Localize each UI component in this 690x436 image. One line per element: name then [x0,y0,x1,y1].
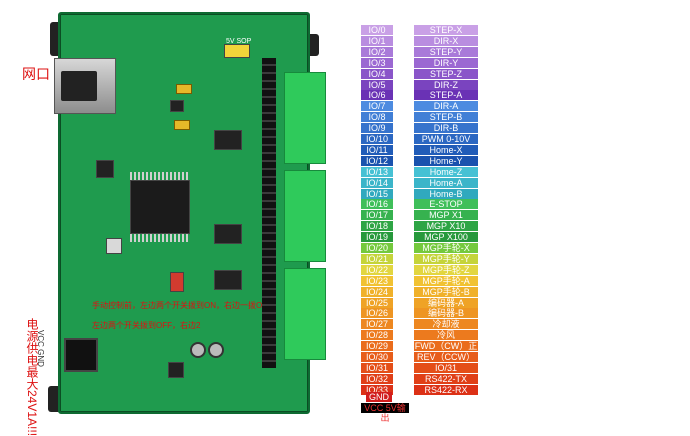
io-label: IO/13 [361,166,393,177]
io-function-label: RS422-RX [414,384,478,395]
io-function-label: E-STOP [414,199,478,210]
io-label: IO/12 [361,155,393,166]
io-label: IO/30 [361,352,393,362]
io-label: IO/19 [361,232,393,243]
io-function-label: RS422-TX [414,373,478,384]
terminal-block-3[interactable] [284,268,326,360]
io-label: IO/7 [361,101,393,112]
io-label: IO/5 [361,79,393,90]
io-label: IO/3 [361,57,393,68]
io-function-label: MGP手轮-Z [414,264,478,275]
jumper-block[interactable] [224,44,250,58]
io-function-label: Home-Y [414,155,478,166]
crystal [106,238,122,254]
io-label: IO/4 [361,68,393,79]
gnd-legend: GND [366,392,392,402]
network-port-label: 网口 [22,66,50,82]
io-function-label: IO/31 [414,362,478,373]
io-function-label: FWD（CW）正 [414,341,478,352]
vcc-gnd-label: VCC GND [36,330,45,367]
io-label: IO/22 [361,264,393,275]
io-function-label: 冷风 [414,330,478,341]
io-function-label: MGP X10 [414,221,478,232]
io-label: IO/11 [361,144,393,155]
io-function-label: Home-B [414,188,478,199]
io-label: IO/21 [361,253,393,264]
io-function-label: MGP手轮-B [414,286,478,297]
io-function-label: MGP手轮-A [414,275,478,286]
io-label: IO/26 [361,308,393,319]
regulator-1 [170,100,184,112]
io-function-label: 冷却液 [414,319,478,330]
capacitor-round-2 [208,342,224,358]
io-function-label: PWM 0-10V [414,134,478,144]
driver-chip-2 [214,224,242,244]
io-function-label: MGP手轮-X [414,243,478,253]
io-label: IO/16 [361,199,393,210]
io-label: IO/20 [361,243,393,253]
io-label: IO/31 [361,362,393,373]
io-label: IO/17 [361,210,393,221]
power-note: 电源供电最大24V1A!!! [25,318,39,436]
io-label: IO/18 [361,221,393,232]
terminal-block-2[interactable] [284,170,326,262]
driver-chip-1 [214,130,242,150]
io-label: IO/25 [361,297,393,308]
io-label: IO/0 [361,25,393,35]
io-function-label: 编码器-A [414,297,478,308]
io-label: IO/28 [361,330,393,341]
io-label: IO/33 [361,384,393,395]
io-function-label: Home-A [414,177,478,188]
io-label: IO/23 [361,275,393,286]
io-function-label: MGP X100 [414,232,478,243]
io-function-label: STEP-B [414,112,478,123]
capacitor-round-1 [190,342,206,358]
driver-chip-3 [214,270,242,290]
main-mcu-chip [130,180,190,234]
board-note-1: 手动控制前，左边两个开关拨到ON，右边一拨OFF(RS) [92,301,262,310]
io-function-label: DIR-Y [414,57,478,68]
io-label: IO/6 [361,90,393,101]
io-label: IO/10 [361,134,393,144]
vcc-legend: VCC 5V输出 [361,403,409,423]
io-function-label: DIR-Z [414,79,478,90]
io-function-label: DIR-A [414,101,478,112]
io-label: IO/2 [361,46,393,57]
io-function-label: MGP手轮-Y [414,253,478,264]
board-note-2: 左边两个开关拨到OFF，右边2 [92,321,201,330]
io-label: IO/32 [361,373,393,384]
io-function-label: Home-Z [414,166,478,177]
capacitor-yellow-2 [174,120,190,130]
io-function-label: STEP-X [414,25,478,35]
io-label: IO/15 [361,188,393,199]
power-ic [168,362,184,378]
mcu-pins-bottom [130,234,190,242]
version-label: 5V SOP [226,38,252,45]
io-function-label: DIR-X [414,35,478,46]
io-function-label: STEP-Z [414,68,478,79]
ic-small-1 [96,160,114,178]
ethernet-port[interactable] [54,58,116,114]
mcu-pins-top [130,172,190,180]
io-label: IO/27 [361,319,393,330]
io-header-pins [262,58,276,368]
io-label: IO/9 [361,123,393,134]
io-label: IO/1 [361,35,393,46]
io-function-label: Home-X [414,144,478,155]
io-label: IO/8 [361,112,393,123]
io-function-label: REV（CCW）反 [414,352,478,372]
io-label: IO/29 [361,341,393,352]
io-function-label: DIR-B [414,123,478,134]
io-function-label: 编码器-B [414,308,478,319]
io-function-label: STEP-A [414,90,478,101]
terminal-block-1[interactable] [284,72,326,164]
io-function-label: MGP X1 [414,210,478,221]
power-connector[interactable] [64,338,98,372]
io-function-label: STEP-Y [414,46,478,57]
ethernet-port-socket [61,71,97,101]
io-label: IO/24 [361,286,393,297]
dip-switch[interactable] [170,272,184,292]
io-label: IO/14 [361,177,393,188]
capacitor-yellow-1 [176,84,192,94]
